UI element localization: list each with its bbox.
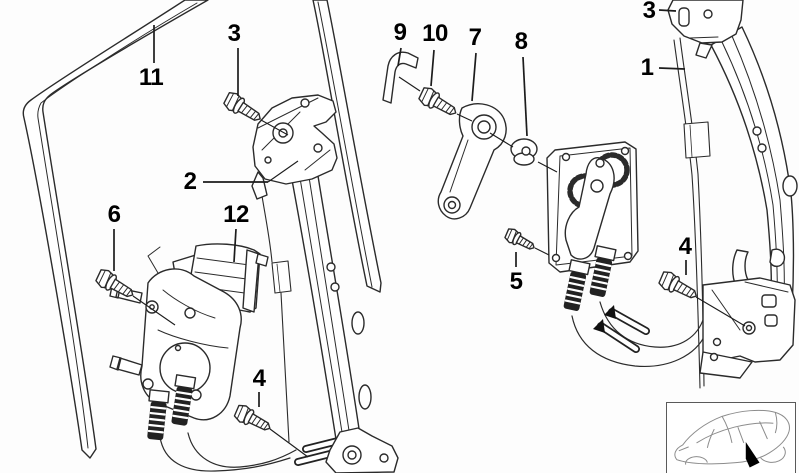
clip-9	[383, 52, 418, 103]
callout-label-3[interactable]: 3	[227, 20, 241, 47]
glass-run-strip	[313, 0, 381, 292]
callout-label-6[interactable]: 6	[107, 201, 121, 228]
callout-label-4[interactable]: 4	[252, 365, 266, 392]
callout-label-2[interactable]: 2	[183, 168, 197, 195]
left-rail-cable	[262, 196, 291, 442]
right-guide-rail-1	[668, 0, 797, 388]
callout-label-1[interactable]: 1	[640, 54, 654, 81]
cable-loop-right	[572, 288, 710, 366]
seal-strip-11	[23, 0, 208, 458]
callout-label-4[interactable]: 4	[678, 233, 692, 260]
callout-label-11[interactable]: 11	[138, 64, 164, 91]
callout-label-9[interactable]: 9	[393, 19, 407, 46]
callout-label-10[interactable]: 10	[422, 20, 448, 47]
door-window-marker	[745, 441, 760, 468]
cable-drum-housing	[547, 142, 638, 313]
crank-arm-7	[438, 104, 506, 219]
callout-label-5[interactable]: 5	[509, 268, 523, 295]
callout-label-7[interactable]: 7	[468, 24, 482, 51]
car-location-inset	[666, 402, 796, 473]
car-outline	[674, 409, 790, 468]
grommet-8	[511, 139, 537, 165]
callout-label-3[interactable]: 3	[642, 0, 656, 24]
callout-label-12[interactable]: 12	[223, 201, 249, 228]
cable-loop-left	[160, 433, 356, 471]
left-rail-bottom-bracket	[326, 428, 398, 473]
callout-label-8[interactable]: 8	[514, 28, 528, 55]
